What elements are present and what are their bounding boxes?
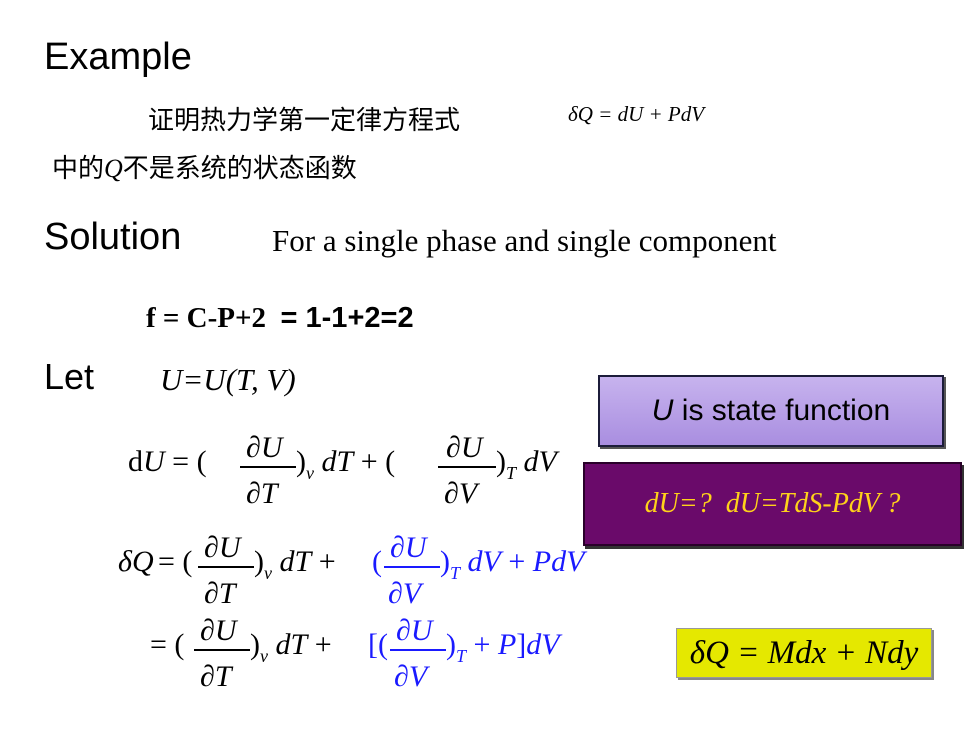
- first-law-equation: δQ = dU + PdV: [568, 102, 705, 126]
- svg-text:= (: = (: [150, 628, 184, 661]
- state-function-callout: U is state function: [598, 375, 944, 447]
- svg-text:∂U: ∂U: [396, 614, 435, 647]
- problem-statement-line2: 中的Q不是系统的状态函数: [52, 154, 357, 184]
- dq-rearranged-equation: = ( ∂U ∂T )v dT + [( ∂U ∂V )T + P]dV: [150, 608, 590, 702]
- svg-text:)T dV + PdV: )T dV + PdV: [440, 545, 588, 583]
- svg-text:[(: [(: [368, 628, 388, 661]
- svg-text:(: (: [372, 545, 382, 578]
- solution-description: For a single phase and single component: [272, 223, 777, 258]
- svg-text:∂T: ∂T: [200, 660, 234, 693]
- svg-text:∂U: ∂U: [204, 531, 243, 564]
- svg-text:)v dT + (: )v dT + (: [296, 445, 395, 483]
- example-heading: Example: [44, 36, 192, 78]
- svg-text:∂T: ∂T: [204, 577, 238, 610]
- svg-text:∂V: ∂V: [444, 477, 481, 510]
- dq-equation: δQ = ( ∂U ∂T )v dT + ( ∂U ∂V )T dV + PdV: [118, 525, 598, 619]
- svg-text:∂U: ∂U: [390, 531, 429, 564]
- svg-text:∂U: ∂U: [246, 431, 285, 464]
- solution-heading: Solution: [44, 216, 182, 258]
- du-equation: dU = ( ∂U ∂T )v dT + ( ∂U ∂V )T dV: [128, 425, 561, 519]
- svg-text:δQ: δQ: [118, 545, 154, 578]
- svg-text:)v dT +: )v dT +: [254, 545, 336, 583]
- dq-mdx-callout: δQ = Mdx + Ndy: [676, 628, 932, 678]
- svg-text:∂U: ∂U: [446, 431, 485, 464]
- svg-text:∂T: ∂T: [246, 477, 280, 510]
- svg-text:∂V: ∂V: [394, 660, 431, 693]
- du-question-callout: dU=? dU=TdS-PdV ?: [583, 462, 962, 546]
- svg-text:∂U: ∂U: [200, 614, 239, 647]
- svg-text:= (: = (: [158, 545, 192, 578]
- svg-text:)T dV: )T dV: [496, 445, 561, 483]
- svg-text:dU = (: dU = (: [128, 445, 207, 478]
- phase-rule: f = C-P+2 = 1-1+2=2: [146, 302, 414, 334]
- phase-rule-result: = 1-1+2=2: [280, 302, 414, 334]
- svg-text:)T + P]dV: )T + P]dV: [446, 628, 563, 666]
- let-label: Let: [44, 356, 95, 397]
- svg-text:)v dT +: )v dT +: [250, 628, 332, 666]
- u-function: U=U(T, V): [160, 362, 296, 397]
- problem-statement-line1: 证明热力学第一定律方程式: [148, 106, 461, 136]
- svg-text:∂V: ∂V: [388, 577, 425, 610]
